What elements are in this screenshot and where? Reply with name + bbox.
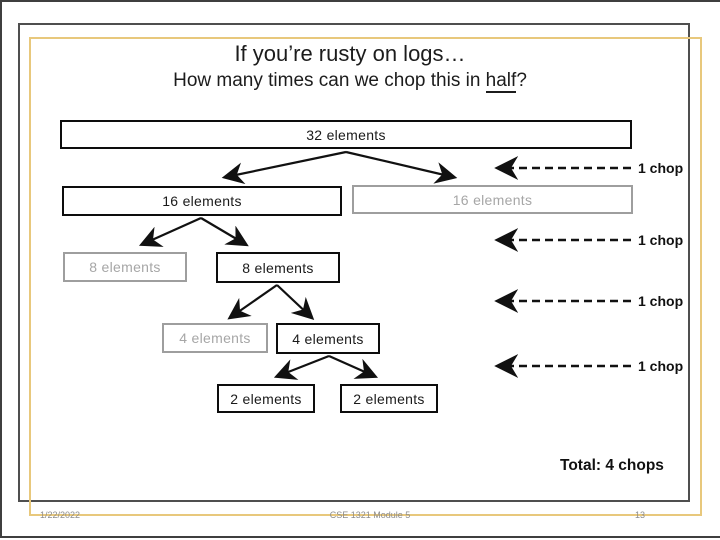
box-4-elements-right: 4 elements: [276, 323, 380, 354]
box-16-elements-left: 16 elements: [62, 186, 342, 216]
box-8-elements-left: 8 elements: [63, 252, 187, 282]
chop-label-3: 1 chop: [638, 293, 684, 309]
subtitle-prefix: How many times can we chop this in: [173, 70, 486, 91]
slide-subtitle: How many times can we chop this in half?: [20, 68, 680, 94]
box-16-elements-right: 16 elements: [352, 185, 633, 214]
footer-page-number: 13: [635, 510, 646, 520]
slide-title: If you’re rusty on logs…: [234, 41, 466, 66]
slide-edge-bottom: [0, 536, 720, 538]
slide-inner-frame-dark: [18, 23, 690, 502]
chop-label-2: 1 chop: [638, 232, 684, 248]
footer-course-name: CSE 1321 Module 5: [329, 510, 411, 520]
chop-label-4: 1 chop: [638, 358, 684, 374]
chop-label-1: 1 chop: [638, 160, 684, 176]
box-2-elements-right: 2 elements: [340, 384, 438, 413]
box-8-elements-right: 8 elements: [216, 252, 340, 283]
box-2-elements-left: 2 elements: [217, 384, 315, 413]
subtitle-underlined-word: half: [485, 70, 517, 93]
slide-edge-left: [0, 0, 2, 538]
footer-date: 1/22/2022: [40, 510, 81, 520]
subtitle-suffix: ?: [516, 70, 527, 91]
title-block: If you’re rusty on logs… How many times …: [20, 40, 680, 94]
slide-inner-frame-gold: [29, 37, 702, 516]
slide-edge-top: [0, 0, 720, 2]
box-32-elements: 32 elements: [60, 120, 632, 149]
total-chops-label: Total: 4 chops: [560, 457, 664, 474]
box-4-elements-left: 4 elements: [162, 323, 268, 353]
